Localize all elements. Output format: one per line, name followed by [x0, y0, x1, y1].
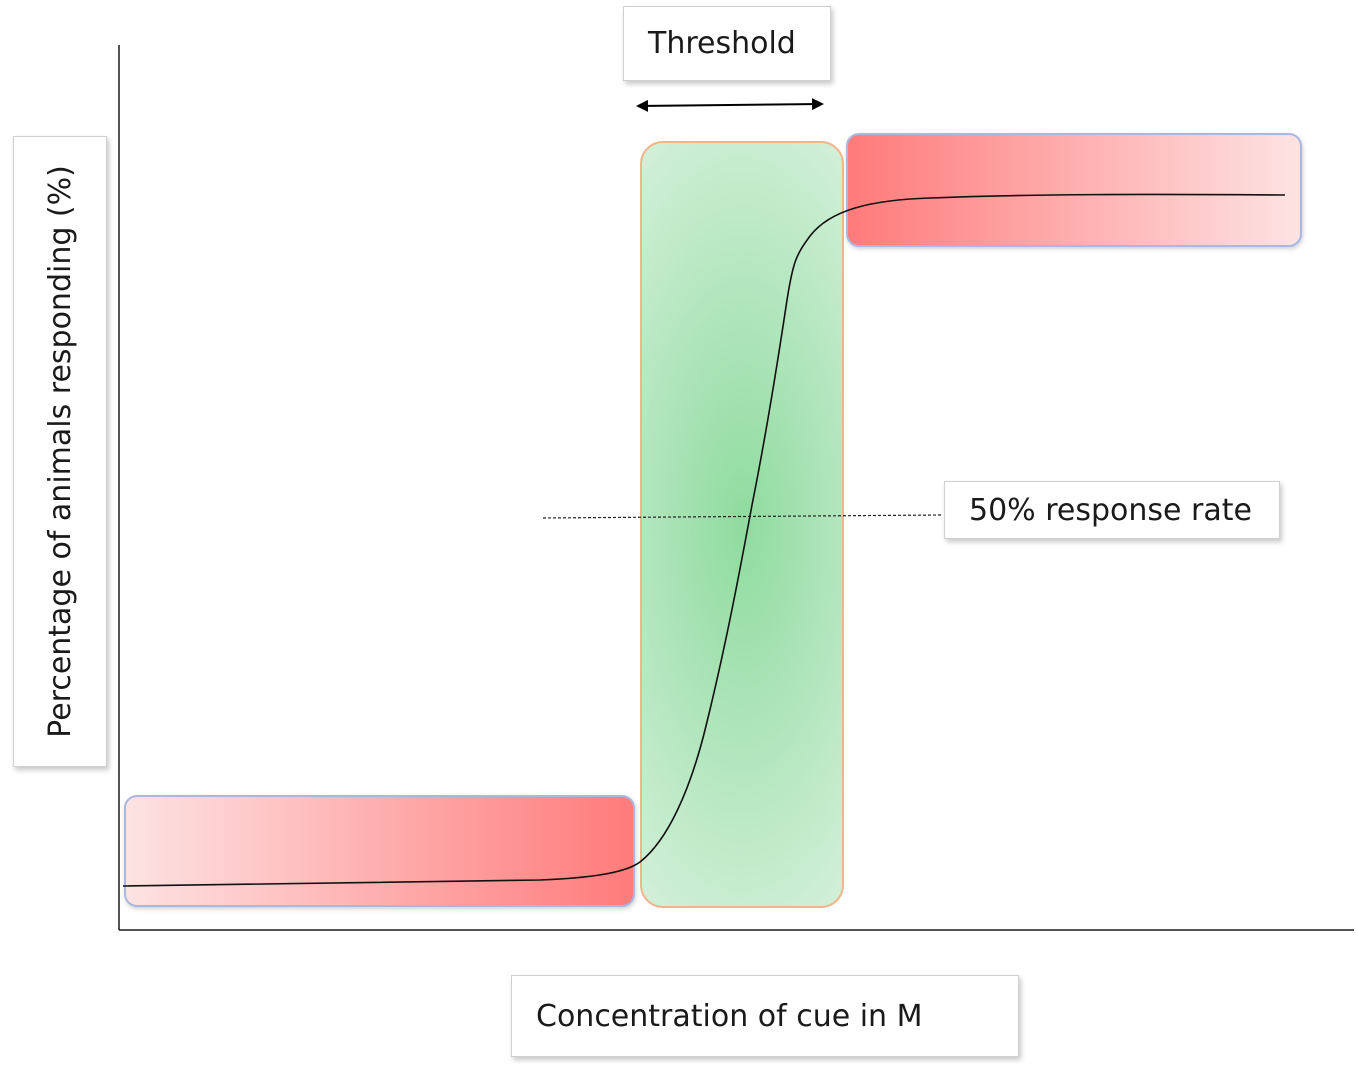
low-response-zone	[124, 795, 635, 907]
y-axis-title-text: Percentage of animals responding (%)	[42, 165, 78, 738]
high-response-zone	[846, 133, 1302, 247]
response-rate-label: 50% response rate	[944, 481, 1280, 539]
threshold-label-text: Threshold	[648, 26, 796, 61]
y-axis-title: Percentage of animals responding (%)	[13, 136, 107, 767]
threshold-label: Threshold	[623, 6, 831, 81]
x-axis-title-text: Concentration of cue in M	[536, 998, 923, 1034]
threshold-zone	[640, 141, 844, 908]
threshold-range-arrow	[636, 98, 824, 112]
fifty-percent-reference-line	[542, 514, 943, 519]
x-axis-title: Concentration of cue in M	[511, 975, 1019, 1057]
dose-response-curve	[122, 193, 1286, 887]
response-rate-label-text: 50% response rate	[969, 492, 1252, 528]
